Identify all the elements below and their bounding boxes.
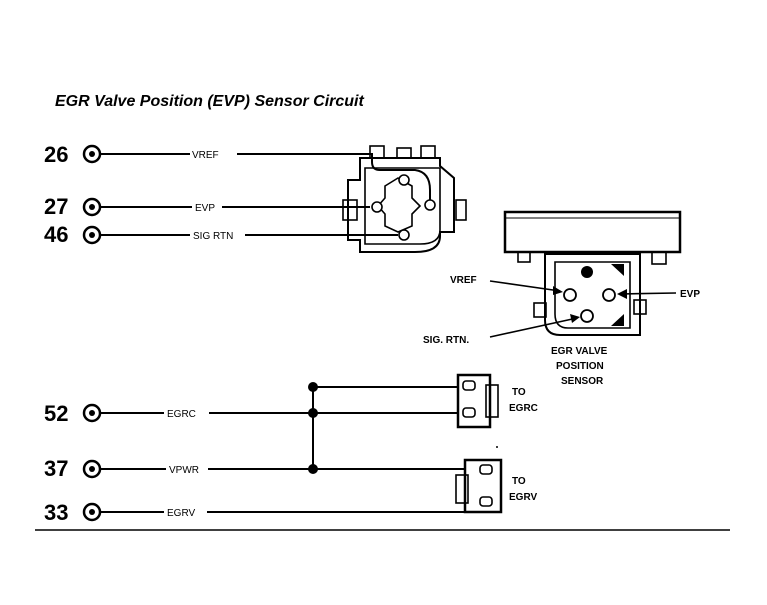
- pin-37-label: 37: [44, 456, 68, 481]
- pin-46: 46: [44, 222, 102, 247]
- splice-dot-top: [308, 382, 318, 392]
- pin-27: 27: [44, 194, 102, 219]
- sensor-caption-line-2: POSITION: [556, 361, 604, 372]
- egrv-connector-label-1: TO: [512, 476, 526, 487]
- callout-sig-rtn-arrow: [489, 317, 578, 338]
- wire-label-egrc: EGRC: [167, 409, 196, 420]
- callout-sig-rtn: SIG. RTN.: [423, 335, 469, 346]
- wire-egrv: [100, 504, 477, 513]
- diagram-title: EGR Valve Position (EVP) Sensor Circuit: [55, 93, 364, 110]
- sensor-caption-line-1: EGR VALVE: [551, 346, 608, 357]
- pin-46-label: 46: [44, 222, 68, 247]
- pin-33: 33: [44, 500, 102, 525]
- egrv-connector-label-2: EGRV: [509, 492, 537, 503]
- egrc-connector-label-2: EGRC: [509, 403, 538, 414]
- egrc-connector: [456, 373, 499, 429]
- wire-vref: [100, 153, 373, 162]
- callout-vref-arrow: [489, 280, 561, 292]
- wire-label-egrv: EGRV: [167, 508, 195, 519]
- wire-label-vref: VREF: [192, 150, 219, 161]
- splice-dot-vpwr: [308, 464, 318, 474]
- splice-dot-egrc: [308, 408, 318, 418]
- evp-harness-connector: [342, 145, 467, 253]
- pin-37: 37: [44, 456, 102, 481]
- callout-vref: VREF: [450, 275, 477, 286]
- wire-label-sig-rtn: SIG RTN: [193, 231, 233, 242]
- wire-label-vpwr: VPWR: [169, 465, 199, 476]
- egrv-connector: [455, 458, 503, 514]
- pin-33-label: 33: [44, 500, 68, 525]
- callout-evp-arrow: [619, 292, 677, 295]
- egr-valve-position-sensor: [503, 210, 682, 336]
- vpwr-splice: [312, 386, 462, 469]
- wire-label-evp: EVP: [195, 203, 215, 214]
- scan-speck: [496, 446, 498, 448]
- pin-52-label: 52: [44, 401, 68, 426]
- pin-26: 26: [44, 142, 102, 167]
- pin-27-label: 27: [44, 194, 68, 219]
- egrc-connector-label-1: TO: [512, 387, 526, 398]
- callout-evp: EVP: [680, 289, 700, 300]
- sensor-caption-line-3: SENSOR: [561, 376, 604, 387]
- pin-26-label: 26: [44, 142, 68, 167]
- pin-52: 52: [44, 401, 102, 426]
